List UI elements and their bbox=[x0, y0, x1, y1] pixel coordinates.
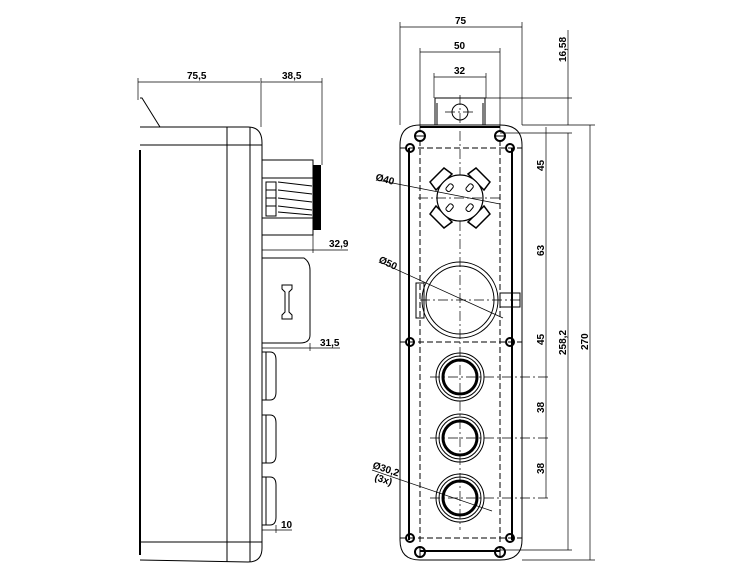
callout-d30-qty: (3x) bbox=[373, 472, 393, 488]
dim-pitch-5: 38 bbox=[536, 462, 547, 474]
connector-thread bbox=[265, 181, 313, 217]
dim-tab-height: 16,58 bbox=[558, 37, 569, 62]
dim-connector: 38,5 bbox=[282, 71, 302, 82]
dim-pitch-2: 63 bbox=[536, 244, 547, 256]
connector-d40 bbox=[418, 167, 502, 229]
dim-depth: 75,5 bbox=[187, 71, 207, 82]
callout-d50: Ø50 bbox=[377, 255, 399, 273]
dim-width: 75 bbox=[455, 16, 467, 27]
side-view: 75,5 38,5 32,9 31,5 10 bbox=[137, 71, 349, 563]
connector-cap bbox=[313, 165, 321, 230]
dim-block-offset: 31,5 bbox=[320, 338, 340, 349]
dim-pitch-1: 45 bbox=[536, 159, 547, 171]
front-view: Ø40 Ø50 Ø30,2 (3x) 75 50 32 16,58 45 63 … bbox=[371, 16, 595, 561]
dim-tab-width: 32 bbox=[454, 66, 466, 77]
dim-hole-length: 258,2 bbox=[558, 330, 569, 355]
dim-connector-offset: 32,9 bbox=[329, 239, 349, 250]
knob-d50 bbox=[415, 261, 521, 339]
callout-d40: Ø40 bbox=[374, 172, 396, 188]
dim-total-length: 270 bbox=[580, 333, 591, 350]
dim-pitch-3: 45 bbox=[536, 333, 547, 345]
dim-gland: 10 bbox=[281, 520, 293, 531]
dim-hole-spacing: 50 bbox=[454, 41, 466, 52]
screws bbox=[405, 130, 515, 558]
dim-pitch-4: 38 bbox=[536, 401, 547, 413]
pushbuttons bbox=[430, 352, 550, 523]
